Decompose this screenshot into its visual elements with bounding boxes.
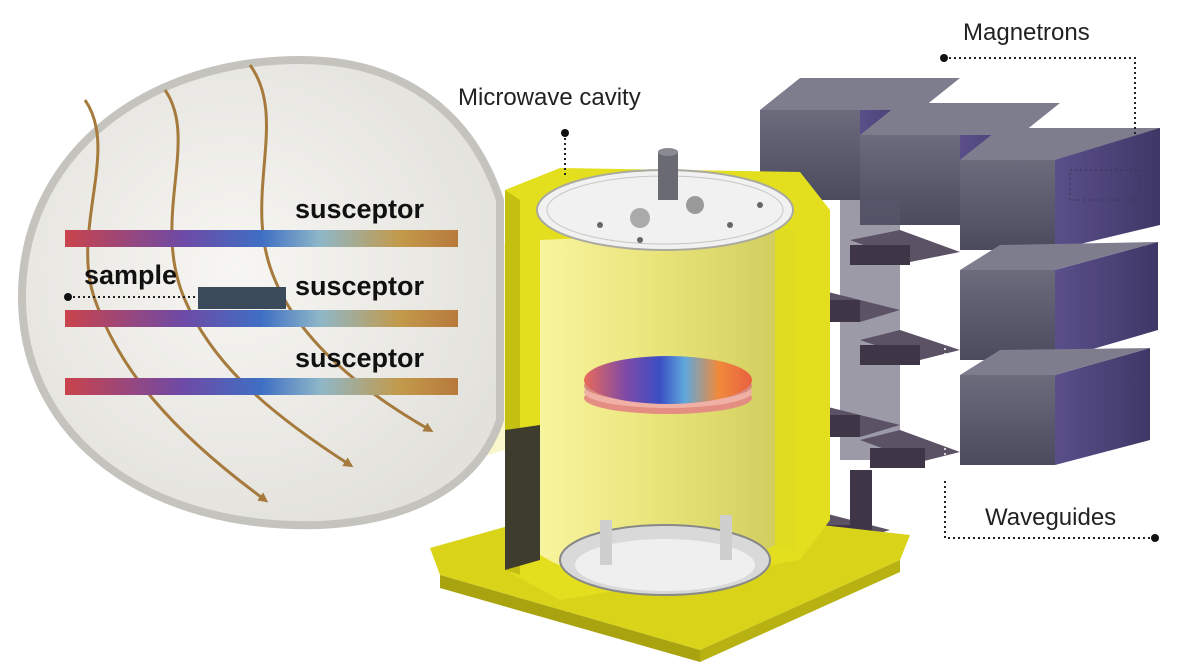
magnetrons-label: Magnetrons xyxy=(963,19,1090,46)
magnetron-unit xyxy=(960,348,1150,465)
susceptor-label-middle: susceptor xyxy=(295,271,425,301)
susceptor-bar-middle xyxy=(65,310,458,327)
callout-magnetrons: Magnetrons xyxy=(940,19,1136,135)
magnetron-array xyxy=(760,78,1160,465)
sample-leader-dot xyxy=(64,293,72,301)
microwave-cavity-label: Microwave cavity xyxy=(458,84,641,111)
susceptor-bar-top xyxy=(65,230,458,247)
waveguides-label: Waveguides xyxy=(985,504,1116,531)
susceptor-stack xyxy=(584,356,752,414)
callout-waveguides: Waveguides xyxy=(905,309,1159,542)
magnetron-unit xyxy=(960,242,1158,360)
susceptor-label-bottom: susceptor xyxy=(295,343,425,373)
magnetron-unit xyxy=(960,128,1160,250)
inset-magnification: susceptor susceptor susceptor sample xyxy=(17,55,504,530)
curved-arrow-icon xyxy=(163,89,354,468)
susceptor-bar-bottom xyxy=(65,378,458,395)
curved-arrow-icon xyxy=(83,99,269,503)
microwave-cavity xyxy=(430,148,910,662)
callout-microwave-cavity: Microwave cavity xyxy=(458,84,641,178)
sample-block xyxy=(198,287,286,309)
susceptor-label-top: susceptor xyxy=(295,194,425,224)
sample-label: sample xyxy=(84,260,177,290)
